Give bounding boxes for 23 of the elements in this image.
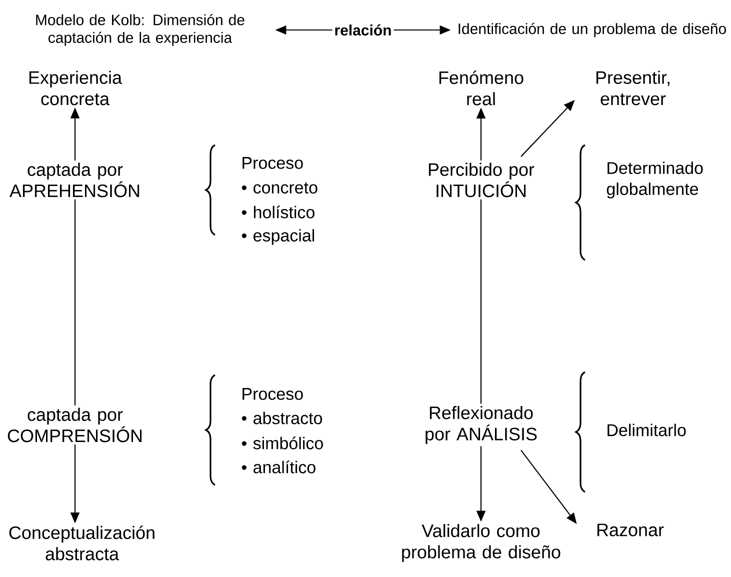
label: • concreto (242, 182, 318, 194)
edge-label: relación (332, 22, 394, 38)
node-text: captada por APREHENSIÓN (10, 162, 140, 198)
heading: Modelo de Kolb: Dimensión de captación de la experiencia (36, 14, 244, 46)
node-text: Conceptualización abstracta (9, 526, 154, 560)
node-text: Presentir, entrever (596, 70, 670, 106)
node-text: Fenómeno real (439, 70, 524, 106)
label: Delimitarlo (608, 424, 686, 436)
label: • abstracto (242, 412, 322, 424)
node-text: Reflexionado por ANÁLISIS (426, 406, 537, 444)
label: • analítico (242, 460, 316, 474)
label: Determinado globalmente (606, 162, 703, 198)
node-text: Experiencia concreta (29, 70, 122, 106)
node-text: Validarlo como problema de diseño (402, 524, 560, 562)
label: • holístico (242, 206, 314, 218)
label: Proceso (242, 388, 303, 400)
node-text: Percibido por INTUICIÓN (428, 162, 534, 198)
label: • espacial (242, 229, 314, 245)
heading: Identificación de un problema de diseño (458, 22, 726, 38)
node-text: captada por COMPRENSIÓN (8, 408, 142, 442)
label: Proceso (242, 157, 303, 169)
node-text: Razonar (597, 524, 664, 536)
label: • simbólico (242, 436, 323, 450)
